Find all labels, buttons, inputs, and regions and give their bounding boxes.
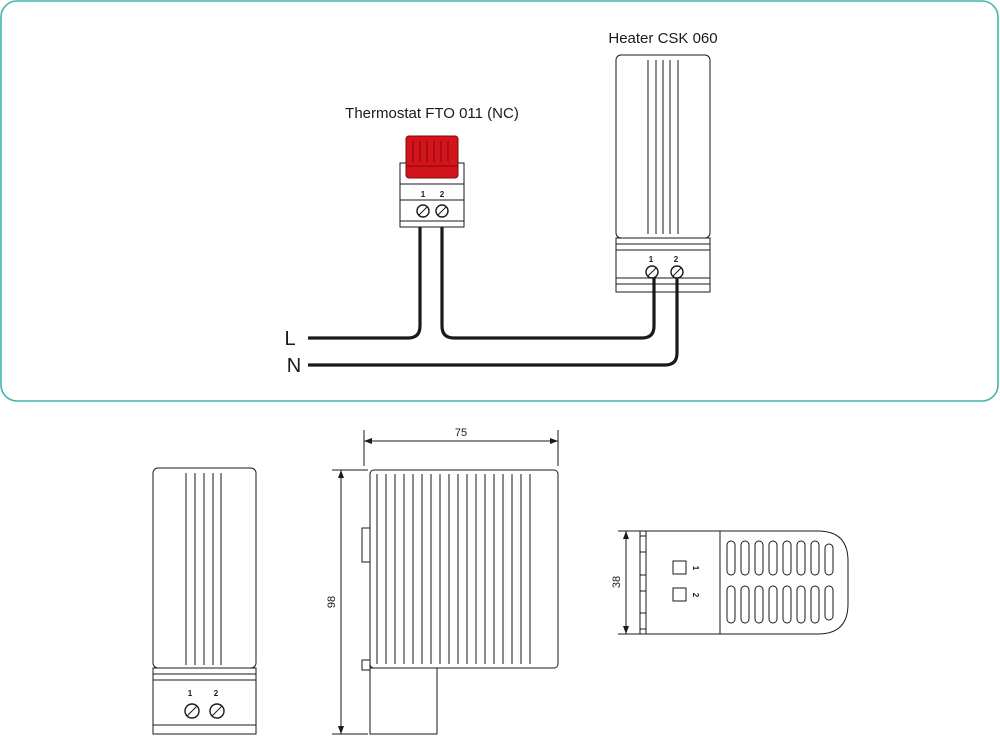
depth-dimension-value: 38 xyxy=(611,576,623,588)
front-terminal-2-label: 2 xyxy=(214,689,219,698)
heater-top-view: 1 2 xyxy=(639,530,849,635)
depth-dimension xyxy=(618,530,640,635)
neutral-wire xyxy=(308,278,679,367)
wiring-panel xyxy=(0,0,999,402)
width-dimension-value: 75 xyxy=(455,427,467,439)
height-dimension xyxy=(332,469,368,735)
thermostat-label: Thermostat FTO 011 (NC) xyxy=(345,105,519,122)
thermostat-unit: 1 2 xyxy=(399,135,465,228)
heater-front-view: 1 2 xyxy=(152,467,257,735)
thermostat-terminal-2-label: 2 xyxy=(440,190,445,199)
line-wire xyxy=(308,227,422,340)
heater-unit: 1 2 xyxy=(615,54,711,293)
top-terminal-2-label: 2 xyxy=(691,593,700,598)
width-dimension xyxy=(363,430,559,466)
front-terminal-1-label: 1 xyxy=(188,689,193,698)
top-terminal-1-label: 1 xyxy=(691,566,700,571)
heater-terminal-1-label: 1 xyxy=(649,255,654,264)
heater-terminal-2-label: 2 xyxy=(674,255,679,264)
thermostat-terminal-1-label: 1 xyxy=(421,190,426,199)
thermostat-cap xyxy=(405,135,459,179)
thermostat-to-heater-wire xyxy=(440,227,656,340)
line-label: L xyxy=(284,328,295,350)
height-dimension-value: 98 xyxy=(326,596,338,608)
heater-label: Heater CSK 060 xyxy=(608,30,717,47)
heater-side-view xyxy=(361,469,559,735)
neutral-label: N xyxy=(287,355,301,377)
